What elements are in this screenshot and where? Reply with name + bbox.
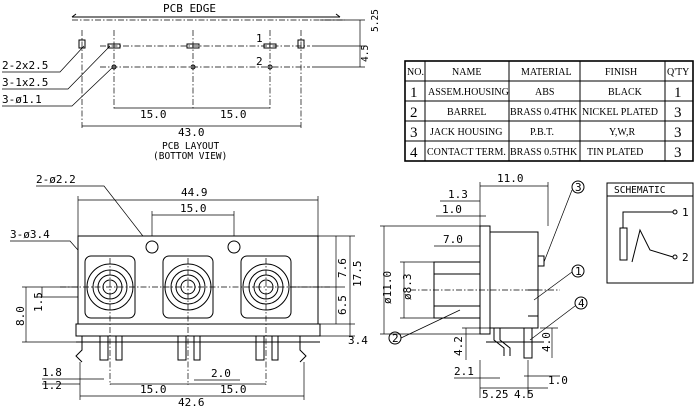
side-view: 11.0 1.3 1.0 7.0 ø11.0 ø8.3 <box>380 172 588 401</box>
pcb-dim-total: 43.0 <box>178 126 205 139</box>
side-callout-4: 4 <box>578 297 585 310</box>
hole-label-1: 2-2x2.5 <box>2 59 48 72</box>
side-dim-dia8-3: ø8.3 <box>401 274 414 301</box>
front-jack-label: 3-ø3.4 <box>10 228 50 241</box>
front-dim-6-5: 6.5 <box>336 295 349 315</box>
schematic-pin-1: 1 <box>682 206 689 219</box>
bom-row-4-material: BRASS 0.5THK <box>510 147 578 158</box>
bom-row-1-qty: 1 <box>674 85 682 101</box>
side-callout-3: 3 <box>575 181 582 194</box>
pcb-edge-label: PCB EDGE <box>163 2 216 15</box>
bom-header-name: NAME <box>452 67 481 78</box>
bom-header-qty: Q'TY <box>667 67 689 78</box>
bom-row-1-no: 1 <box>410 85 418 101</box>
schematic-title: SCHEMATIC <box>614 185 665 196</box>
bom-row-2-no: 2 <box>410 105 418 121</box>
bom-row-2-qty: 3 <box>674 105 682 121</box>
side-callout-2: 2 <box>392 332 399 345</box>
front-dim-3-4: 3.4 <box>348 334 368 347</box>
bom-table: NO. NAME MATERIAL FINISH Q'TY 1 ASSEM.HO… <box>404 60 694 162</box>
pcb-dim-pitch-2: 15.0 <box>220 108 247 121</box>
schematic-pin-2: 2 <box>682 251 689 264</box>
front-dim-8-0: 8.0 <box>14 306 27 326</box>
bom-row-2-name: BARREL <box>447 107 486 118</box>
front-dim-2-0: 2.0 <box>211 367 231 380</box>
bom-header-material: MATERIAL <box>521 67 572 78</box>
bom-row-4-no: 4 <box>410 145 418 161</box>
hole-label-2: 3-1x2.5 <box>2 76 48 89</box>
side-dim-1-3: 1.3 <box>448 188 468 201</box>
front-dim-1-2: 1.2 <box>42 379 62 392</box>
bom-row-2-finish: NICKEL PLATED <box>582 107 658 118</box>
side-dim-4-2: 4.2 <box>452 336 465 356</box>
side-dim-7-0: 7.0 <box>443 233 463 246</box>
bom-row-2-material: BRASS 0.4THK <box>510 107 578 118</box>
bom-row-1-finish: BLACK <box>608 87 643 98</box>
bom-row-3-material: P.B.T. <box>530 127 554 138</box>
bom-row-4-name: CONTACT TERM. <box>427 147 506 158</box>
bom-header-finish: FINISH <box>605 67 637 78</box>
front-dim-17-5: 17.5 <box>351 261 364 288</box>
bom-row-3-name: JACK HOUSING <box>430 127 503 138</box>
side-callout-1: 1 <box>575 265 582 278</box>
pcb-dim-5-25: 5.25 <box>370 9 381 32</box>
front-dim-7-6: 7.6 <box>336 258 349 278</box>
side-dim-2-1: 2.1 <box>454 365 474 378</box>
bom-row-1-name: ASSEM.HOUSING <box>428 87 509 98</box>
front-dim-peg-pitch: 15.0 <box>180 202 207 215</box>
front-dim-bottom-15a: 15.0 <box>140 383 167 396</box>
side-dim-4-0: 4.0 <box>540 332 553 352</box>
front-dim-bottom-15b: 15.0 <box>220 383 247 396</box>
schematic: SCHEMATIC 1 2 <box>606 182 694 284</box>
bom-row-3-qty: 3 <box>674 125 682 141</box>
bom-row-4-qty: 3 <box>674 145 682 161</box>
side-dim-11-0: 11.0 <box>497 172 524 185</box>
front-view: 44.9 15.0 2-ø2.2 3-ø3.4 <box>10 173 368 409</box>
bom-header-no: NO. <box>407 67 424 78</box>
side-dim-dia11: ø11.0 <box>381 271 394 304</box>
bom-row-4-finish: TIN PLATED <box>587 147 643 158</box>
pcb-layout-subtitle: (BOTTOM VIEW) <box>153 151 227 162</box>
front-dim-44-9: 44.9 <box>181 186 208 199</box>
side-dim-1-0-bottom: 1.0 <box>548 374 568 387</box>
pcb-dim-4-5: 4.5 <box>360 45 371 62</box>
bom-row-3-no: 3 <box>410 125 418 141</box>
hole-label-3: 3-ø1.1 <box>2 93 42 106</box>
bom-row-3-finish: Y,W,R <box>609 127 635 138</box>
side-dim-1-0-top: 1.0 <box>442 203 462 216</box>
front-dim-1-5: 1.5 <box>32 292 45 312</box>
front-peg-label: 2-ø2.2 <box>36 173 76 186</box>
pcb-dim-pitch-1: 15.0 <box>140 108 167 121</box>
side-dim-5-25: 5.25 <box>482 388 509 401</box>
front-dim-1-8: 1.8 <box>42 366 62 379</box>
pcb-pin-2: 2 <box>256 55 263 68</box>
bom-row-1-material: ABS <box>535 87 554 98</box>
pcb-layout-view: PCB EDGE 2-2x2.5 3-1x2.5 3-ø1.1 1 2 <box>2 2 381 162</box>
pcb-layout-title: PCB LAYOUT <box>162 141 219 152</box>
front-dim-42-6: 42.6 <box>178 396 205 409</box>
pcb-pin-1: 1 <box>256 32 263 45</box>
side-dim-4-5: 4.5 <box>514 388 534 401</box>
